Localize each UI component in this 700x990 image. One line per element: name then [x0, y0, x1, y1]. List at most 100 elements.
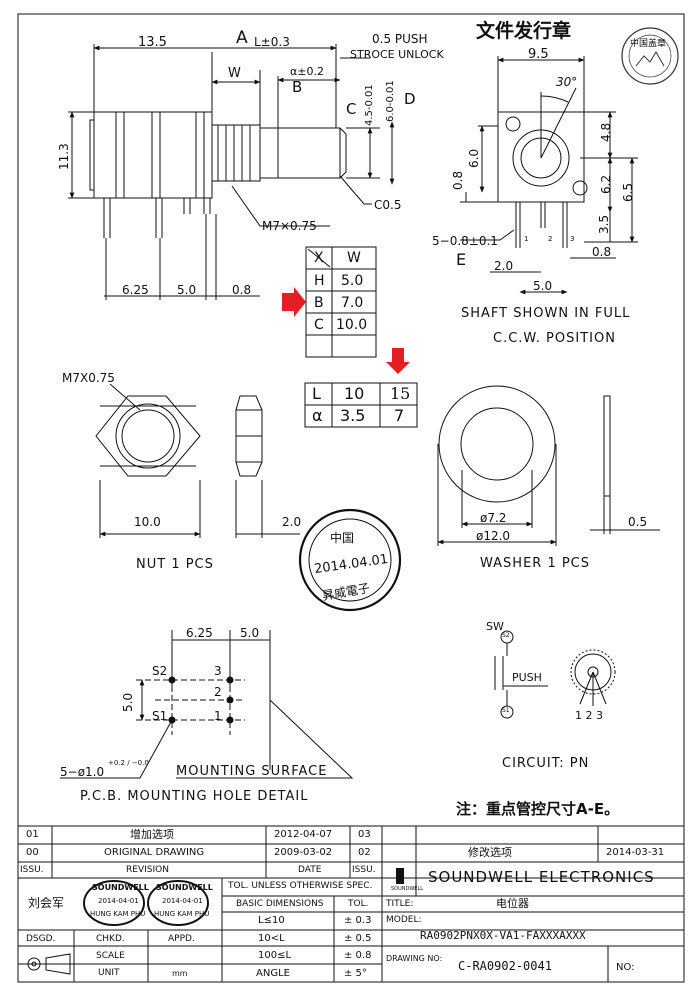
- wh-cell: H: [314, 273, 325, 289]
- wh-cell: 10.0: [336, 317, 368, 333]
- dim-d-label: D: [404, 90, 416, 108]
- dim-c-label: C: [346, 100, 357, 118]
- nut-width: 10.0: [134, 515, 161, 529]
- wh-header-x: X: [314, 250, 324, 266]
- pcb-dim-6-25: 6.25: [186, 626, 213, 640]
- tol-value: ± 0.5: [344, 933, 372, 944]
- shaft-note-1: SHAFT SHOWN IN FULL: [461, 306, 631, 321]
- front-angle: 30°: [556, 75, 578, 89]
- circuit-s1: S1: [502, 707, 510, 714]
- chamfer-label: C0.5: [374, 198, 402, 212]
- wh-cell: 5.0: [341, 273, 364, 289]
- red-arrows: [282, 287, 410, 374]
- pcb-holes: 5−ø1.0: [60, 765, 105, 779]
- tol-label: TOL.: [348, 899, 369, 909]
- title-label: TITLE:: [386, 899, 414, 909]
- front-label-e: E: [456, 250, 467, 269]
- stamp2-brand: SOUNDWELL: [156, 883, 213, 892]
- drawing-no-label: DRAWING NO:: [386, 954, 443, 963]
- front-dim-2-0: 2.0: [494, 259, 514, 273]
- front-dim-0-8-left: 0.8: [451, 170, 465, 190]
- rev-header-date: DATE: [298, 865, 322, 875]
- dim-b-label: B: [292, 78, 303, 96]
- pcb-s1: S1: [152, 709, 168, 723]
- dim-d-tol: 6.0-0.01: [385, 80, 396, 122]
- circuit-s2: S2: [502, 632, 510, 639]
- washer-outer: ø12.0: [476, 529, 511, 543]
- label-unit-value: mm: [172, 969, 188, 978]
- red-arrow-left: [282, 287, 306, 317]
- tol-value: ± 5°: [344, 968, 367, 979]
- pcb-drawing: [60, 630, 354, 779]
- wh-cell: B: [314, 295, 324, 311]
- pcb-mounting: MOUNTING SURFACE: [176, 764, 328, 779]
- rev-desc: 增加选项: [130, 828, 174, 841]
- label-scale: SCALE: [96, 951, 125, 961]
- pcb-s2: S2: [152, 664, 168, 678]
- front-pins: 5−0.8±0.1: [432, 234, 498, 248]
- front-dim-4-8: 4.8: [599, 122, 613, 142]
- right-rev-date: 2014-03-31: [606, 847, 665, 858]
- seal-text: 中国盖章: [630, 39, 667, 49]
- washer-caption: WASHER 1 PCS: [480, 556, 591, 571]
- rev-date: 2009-03-02: [274, 847, 333, 858]
- circuit-sw: SW: [486, 620, 504, 633]
- issue-stamp-title: 文件发行章: [476, 20, 572, 42]
- nut-drawing: [95, 383, 300, 538]
- basic-dims: BASIC DIMENSIONS: [236, 899, 324, 909]
- dim-a-label: A: [236, 28, 248, 48]
- dim-13-5: 13.5: [138, 35, 167, 50]
- company-name: SOUNDWELL ELECTRONICS: [428, 868, 655, 886]
- pcb-n3: 3: [214, 664, 222, 678]
- tol-header: TOL. UNLESS OTHERWISE SPEC.: [228, 881, 373, 891]
- pcb-n2: 2: [214, 685, 222, 699]
- pin-dim-5-0: 5.0: [177, 283, 197, 297]
- right-issu: ISSU.: [352, 865, 376, 875]
- shaft-note-2: C.C.W. POSITION: [493, 331, 616, 346]
- title-value: 电位器: [496, 897, 529, 910]
- right-rev-no: 03: [358, 829, 371, 840]
- thread-label: M7×0.75: [262, 219, 317, 233]
- rev-header-revision: REVISION: [126, 865, 169, 875]
- la-cell: α: [312, 406, 323, 425]
- washer-thickness: 0.5: [628, 515, 648, 529]
- tol-range: ANGLE: [256, 968, 290, 979]
- stamp-graphics: [83, 27, 679, 926]
- title-block-lines: [18, 825, 684, 982]
- tol-range: L≤10: [258, 915, 285, 926]
- la-cell: 7: [394, 406, 405, 425]
- front-dim-6-2: 6.2: [599, 174, 613, 194]
- stamp1-name: HUNG KAM PHU: [90, 910, 146, 918]
- nut-thickness: 2.0: [282, 515, 302, 529]
- circuit-drawing: [494, 630, 616, 719]
- wh-header-w: W: [347, 250, 361, 266]
- pin-dim-0-8: 0.8: [232, 283, 252, 297]
- model-label: MODEL:: [386, 915, 422, 925]
- drawn-by: 刘会军: [28, 896, 65, 910]
- rev-no: 01: [26, 829, 39, 840]
- sheet-border: [17, 13, 685, 983]
- red-arrow-down: [386, 348, 410, 374]
- pcb-dim-5-0-top: 5.0: [240, 626, 260, 640]
- la-cell: 15: [390, 384, 411, 403]
- stroke-text: STROCE UNLOCK: [350, 48, 444, 61]
- stamp2-name: HUNG KAM PHU: [154, 910, 210, 918]
- pin-dim-6-25: 6.25: [122, 283, 149, 297]
- critical-dims-note: 注：重点管控尺寸A-E。: [456, 800, 620, 818]
- wh-cell: C: [314, 317, 324, 333]
- drawing-no-value: C-RA0902-0041: [458, 959, 552, 973]
- model-value: RA0902PNX0X-VA1-FAXXXAXXX: [420, 929, 586, 942]
- rev-no: 00: [26, 847, 39, 858]
- circuit-pins: 1 2 3: [575, 709, 603, 722]
- front-dim-3-5: 3.5: [597, 214, 611, 234]
- no-label: NO:: [616, 962, 635, 973]
- right-rev-desc: 修改选项: [468, 846, 512, 859]
- wh-cell: 7.0: [341, 295, 364, 311]
- nut-thread: M7X0.75: [62, 371, 115, 385]
- wh-table-lines: [305, 246, 377, 358]
- tol-value: ± 0.3: [344, 915, 372, 926]
- front-dim-6-5: 6.5: [621, 182, 635, 202]
- front-pin-1: 1: [524, 235, 529, 243]
- tol-range: 100≤L: [258, 950, 292, 961]
- company-logo-text: SOUNDWELL: [391, 886, 424, 892]
